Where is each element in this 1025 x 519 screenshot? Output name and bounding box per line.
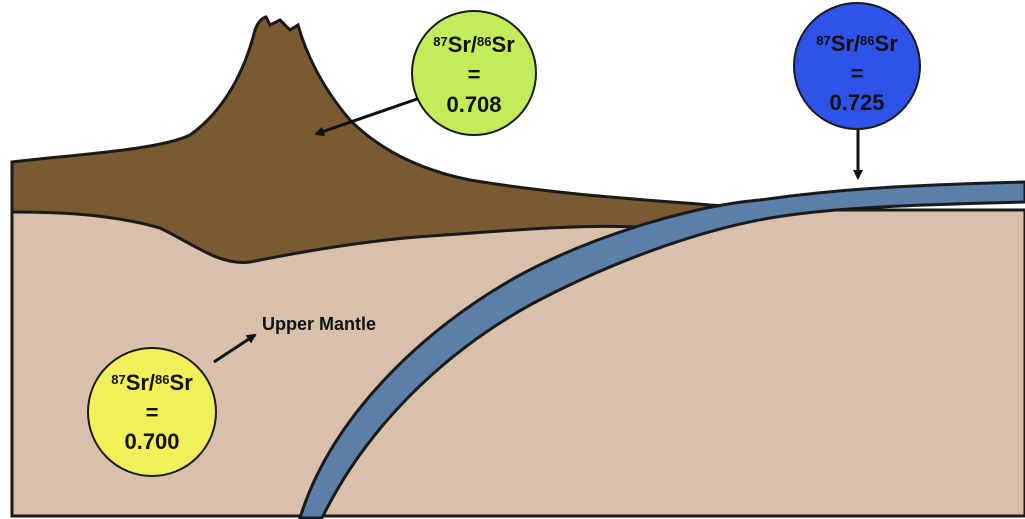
isotope-superscript: 86 (155, 372, 169, 387)
ratio-bubble-slab: 87Sr/86Sr = 0.725 (794, 3, 920, 129)
ratio-value: 0.725 (829, 90, 884, 115)
element-label: Sr/ (126, 370, 155, 395)
isotope-superscript: 86 (477, 34, 491, 49)
element-label: Sr (170, 370, 194, 395)
isotope-superscript: 87 (433, 34, 447, 49)
equals-sign: = (851, 61, 864, 86)
element-label: Sr (875, 31, 899, 56)
upper-mantle-label: Upper Mantle (262, 314, 376, 334)
equals-sign: = (146, 400, 159, 425)
equals-sign: = (468, 62, 481, 87)
isotope-superscript: 87 (111, 372, 125, 387)
isotope-superscript: 87 (816, 33, 830, 48)
isotope-superscript: 86 (860, 33, 874, 48)
ratio-bubble-crust: 87Sr/86Sr = 0.708 (412, 11, 536, 135)
ratio-bubble-mantle: 87Sr/86Sr = 0.700 (88, 348, 216, 476)
element-label: Sr/ (448, 32, 477, 57)
ratio-value: 0.708 (446, 92, 501, 117)
element-label: Sr (492, 32, 516, 57)
ratio-value: 0.700 (124, 429, 179, 454)
element-label: Sr/ (831, 31, 860, 56)
